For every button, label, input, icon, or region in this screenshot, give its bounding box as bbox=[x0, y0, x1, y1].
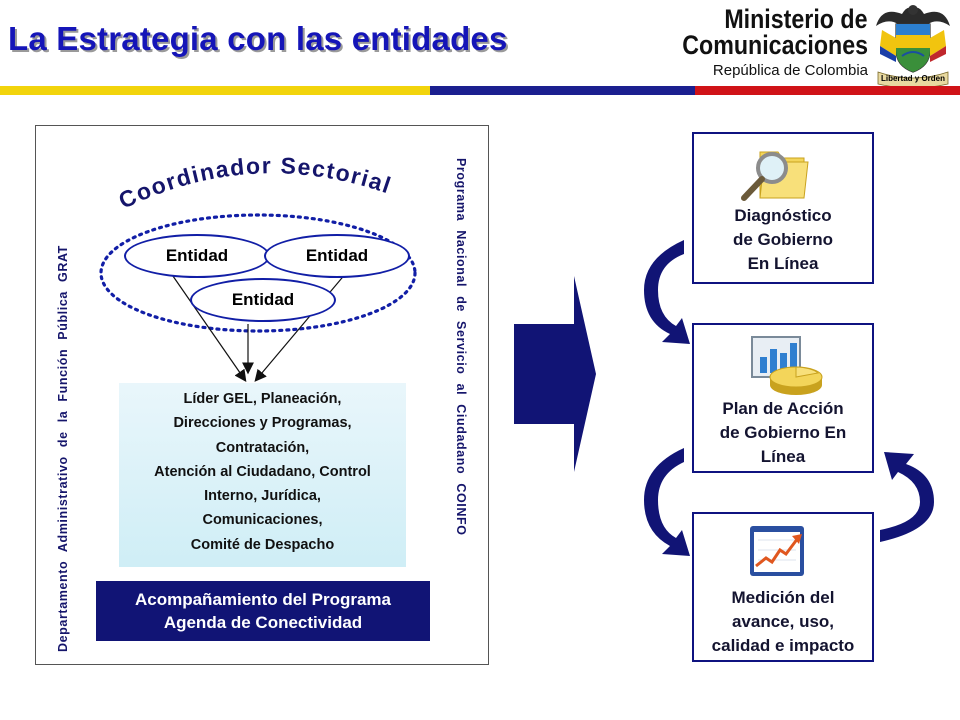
agenda-line2: Agenda de Conectividad bbox=[163, 613, 363, 632]
entity-ellipse-right: Entidad bbox=[264, 234, 410, 278]
ministry-name-line2: Comunicaciones bbox=[682, 30, 868, 60]
big-right-arrow-icon bbox=[514, 276, 596, 472]
step-label-line: Diagnóstico bbox=[734, 206, 832, 225]
role-line: Comunicaciones, bbox=[202, 512, 323, 529]
role-line: Comité de Despacho bbox=[190, 536, 335, 553]
vertical-label-right: Programa Nacional de Servicio al Ciudada… bbox=[454, 158, 468, 536]
cycle-arrows bbox=[644, 240, 934, 556]
flag-stripe-blue bbox=[430, 86, 695, 95]
colombia-crest-icon bbox=[876, 5, 950, 89]
step-box-plan-accion: Plan de Acción de Gobierno En Línea bbox=[692, 323, 874, 473]
flag-stripe-red bbox=[695, 86, 960, 95]
role-line: Interno, Jurídica, bbox=[204, 488, 321, 505]
step-label-line: En Línea bbox=[747, 254, 819, 273]
coordinator-dotted-ellipse bbox=[99, 213, 417, 333]
step-label-line: Plan de Acción bbox=[722, 399, 844, 418]
role-line: Contratación, bbox=[215, 439, 310, 456]
flag-stripe-yellow bbox=[0, 86, 430, 95]
coordinator-diagram: Coordinador Sectorial bbox=[99, 152, 417, 382]
trend-chart-icon bbox=[750, 526, 804, 576]
cycle-arrow-right-icon bbox=[880, 452, 934, 542]
entity-ellipse-bottom: Entidad bbox=[190, 278, 336, 322]
agenda-box: Acompañamiento del Programa Agenda de Co… bbox=[96, 581, 430, 641]
step-label-line: Medición del bbox=[731, 588, 835, 607]
magnifier-folder-icon bbox=[741, 151, 809, 201]
step-label-line: calidad e impacto bbox=[711, 636, 855, 655]
step-label-line: Línea bbox=[760, 447, 806, 466]
cycle-arrow-left-bottom-icon bbox=[644, 448, 690, 556]
arrow-right bbox=[254, 265, 353, 382]
entity-ellipse-left: Entidad bbox=[124, 234, 270, 278]
ministry-name-line1: Ministerio de bbox=[724, 4, 868, 34]
chart-pie-icon bbox=[751, 336, 823, 395]
crest-motto: Libertad y Orden bbox=[880, 74, 945, 83]
role-line: Atención al Ciudadano, Control bbox=[154, 463, 371, 480]
arrow-left bbox=[165, 265, 247, 382]
step-box-medicion: Medición del avance, uso, calidad e impa… bbox=[692, 512, 874, 662]
coordinator-title: Coordinador Sectorial bbox=[115, 152, 396, 213]
role-line: Líder GEL, Planeación, bbox=[183, 391, 342, 407]
agenda-line1: Acompañamiento del Programa bbox=[134, 590, 391, 609]
page-title: La Estrategia con las entidades bbox=[8, 20, 508, 57]
cycle-arrow-left-top-icon bbox=[644, 240, 690, 344]
roles-box: Líder GEL, Planeación, Direcciones y Pro… bbox=[119, 383, 406, 567]
role-line: Direcciones y Programas, bbox=[173, 415, 352, 432]
step-box-diagnostico: Diagnóstico de Gobierno En Línea bbox=[692, 132, 874, 284]
vertical-label-left: Departamento Administrativo de la Funció… bbox=[56, 245, 70, 652]
step-label-line: avance, uso, bbox=[731, 612, 835, 631]
ministry-country: República de Colombia bbox=[712, 62, 868, 79]
step-label-line: de Gobierno bbox=[732, 230, 834, 249]
step-label-line: de Gobierno En bbox=[719, 423, 847, 442]
